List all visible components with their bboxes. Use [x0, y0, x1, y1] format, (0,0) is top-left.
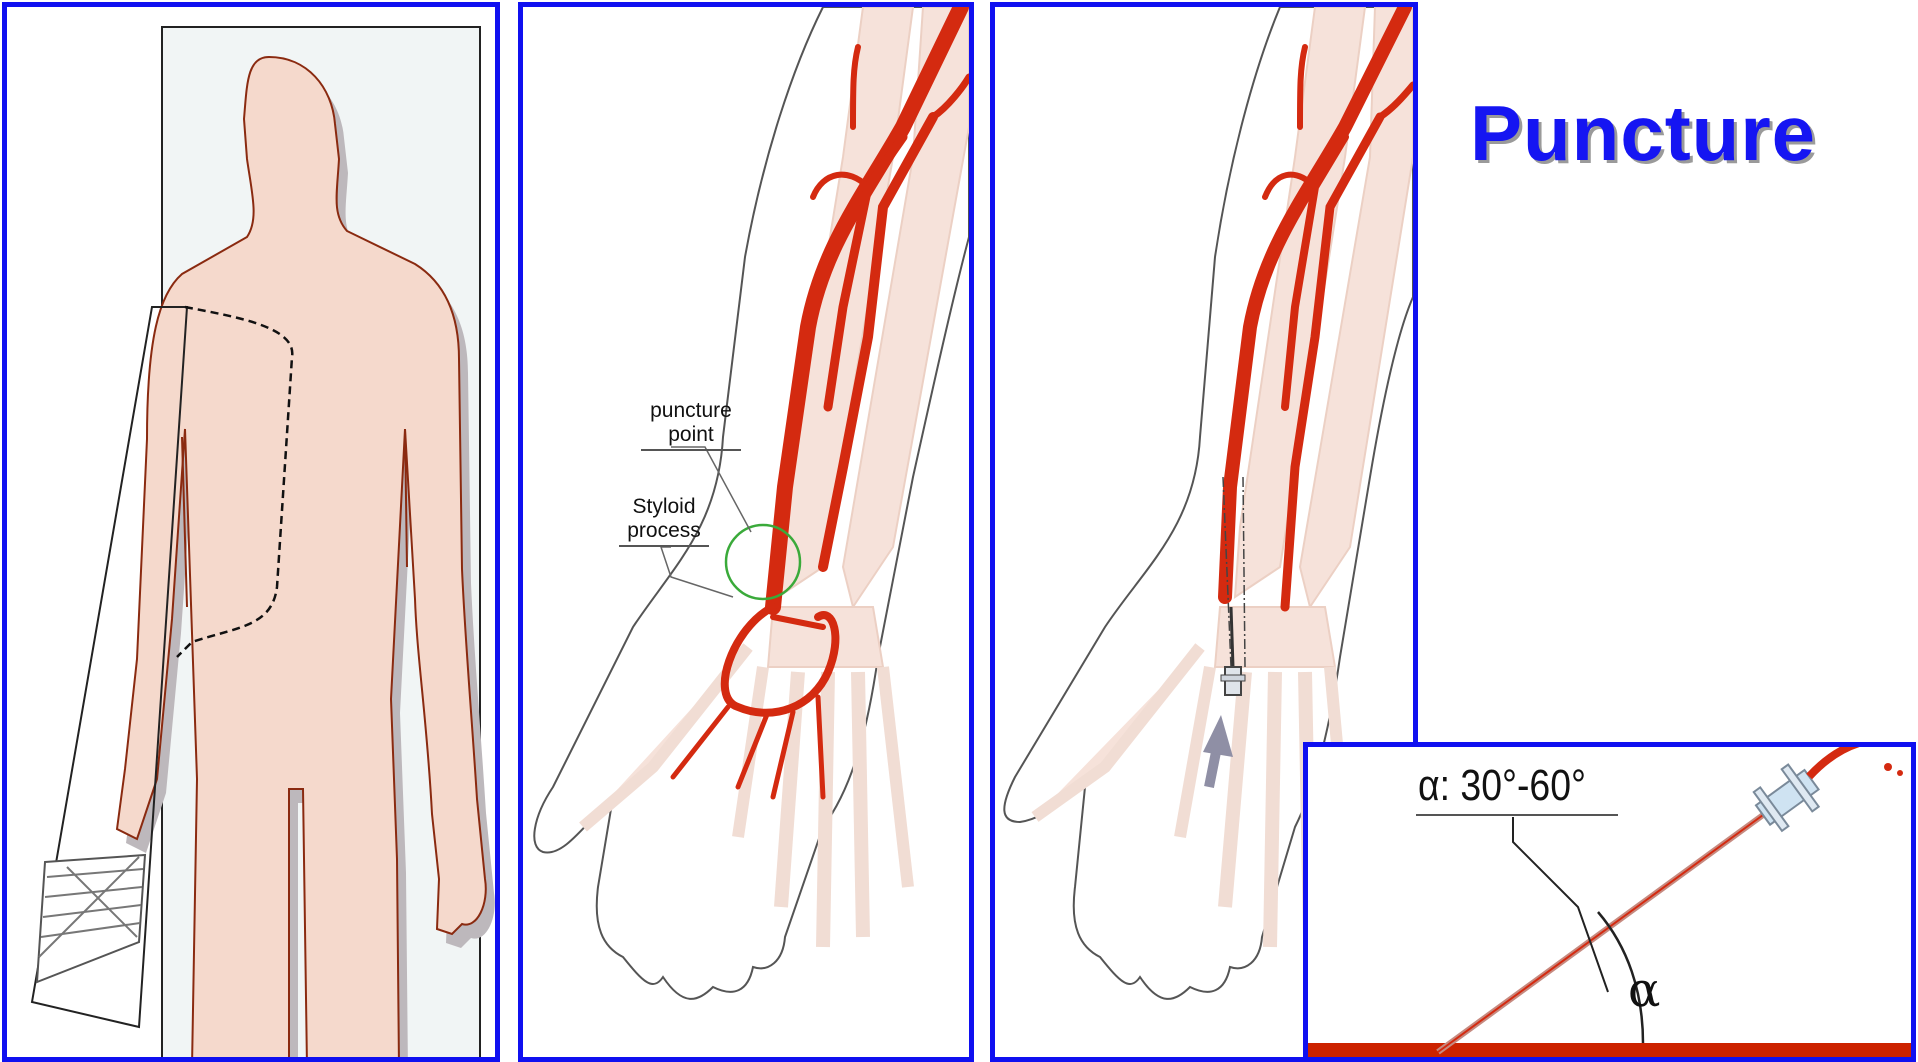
patient-position-panel: [2, 2, 500, 1062]
wrist-bandage: [37, 855, 145, 982]
styloid-process-label: Styloid process: [619, 495, 709, 547]
artery-surface: [1308, 1043, 1911, 1057]
puncture-point-label: puncture point: [641, 399, 741, 451]
angle-alpha-symbol: α: [1628, 962, 1660, 1018]
needle-angle-illustration: [1308, 747, 1911, 1057]
page-title: Puncture: [1470, 88, 1910, 179]
needle-hub: [1748, 747, 1880, 836]
forearm-illustration: [523, 7, 969, 1057]
patient-body-illustration: [7, 7, 495, 1057]
forearm-anatomy-panel: puncture point Styloid process: [518, 2, 974, 1062]
needle-angle-panel: α: 30°-60° α: [1303, 742, 1916, 1062]
angle-range-label: α: 30°-60°: [1418, 761, 1586, 811]
